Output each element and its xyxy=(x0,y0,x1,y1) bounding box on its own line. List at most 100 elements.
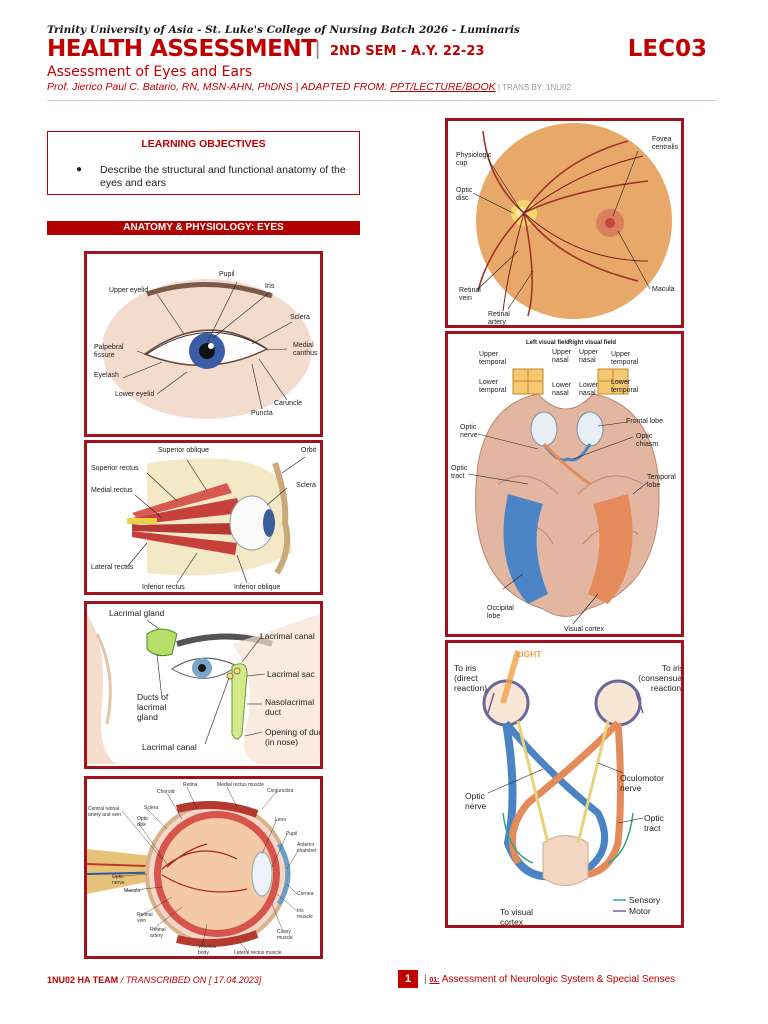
external-eye-illustration xyxy=(102,279,312,419)
label-retinal-vein-section: Retinal vein xyxy=(137,912,153,924)
label-medial-rectus-muscle: Medial rectus muscle xyxy=(217,782,264,788)
label-upper-nasal-right: Upper nasal xyxy=(579,349,599,364)
label-sclera-muscles: Sclera xyxy=(296,482,316,489)
label-opening-of-duct: Opening of duct (in nose) xyxy=(265,727,323,747)
label-frontal-lobe: Frontal lobe xyxy=(626,418,663,425)
label-puncta: Puncta xyxy=(251,410,273,417)
label-optic-nerve-pathway: Optic nerve xyxy=(460,424,478,439)
lacrimal-illustration xyxy=(87,614,320,764)
label-lower-temporal-right: Lower temporal xyxy=(611,379,639,394)
label-pupil-section: Pupil xyxy=(286,831,298,837)
objective-item: Describe the structural and functional a… xyxy=(100,164,346,189)
fundus-illustration xyxy=(472,123,672,319)
page-number: 1 xyxy=(398,970,418,988)
learning-objectives-box: LEARNING OBJECTIVES ● Describe the struc… xyxy=(47,131,360,195)
label-sclera-section: Sclera xyxy=(144,805,159,811)
label-vitreous-body: Vitreous body xyxy=(198,944,217,956)
label-to-visual-cortex: To visual cortex xyxy=(500,907,534,927)
figure-pupillary-reflex: LIGHT To iris (direct reaction) To iris … xyxy=(445,640,684,928)
label-optic-nerve-reflex: Optic nerve xyxy=(465,791,487,811)
label-ducts-lacrimal-gland: Ducts of lacrimal gland xyxy=(137,692,169,722)
label-optic-tract-reflex: Optic tract xyxy=(644,813,664,833)
label-upper-temporal-left: Upper temporal xyxy=(479,351,507,366)
figure-visual-pathway: Left visual field Right visual field Upp… xyxy=(445,331,684,637)
label-lateral-rectus: Lateral rectus xyxy=(91,564,134,571)
label-anterior-chamber: Anterior chamber xyxy=(297,842,317,854)
label-superior-rectus: Superior rectus xyxy=(91,465,139,472)
label-iris-muscle: Iris muscle xyxy=(297,908,313,920)
label-occipital-lobe: Occipital lobe xyxy=(487,605,514,620)
label-to-iris-direct: To iris (direct reaction) xyxy=(454,663,488,693)
label-superior-oblique: Superior oblique xyxy=(158,447,209,454)
footer-team: 1NU02 HA TEAM xyxy=(47,975,119,985)
label-ciliary-muscle: Ciliary muscle xyxy=(277,929,293,941)
label-medial-canthus: Medial canthus xyxy=(293,342,318,357)
topic-title: Assessment of Eyes and Ears xyxy=(47,64,253,80)
figure-fundus: Fovea centralis Physiologic cup Optic di… xyxy=(445,118,684,328)
professor-line: Prof. Jierico Paul C. Batario, RN, MSN-A… xyxy=(47,81,571,93)
header-divider xyxy=(47,100,717,101)
label-upper-temporal-right: Upper temporal xyxy=(611,351,639,366)
label-lacrimal-gland: Lacrimal gland xyxy=(109,608,165,618)
institution-line: Trinity University of Asia - St. Luke's … xyxy=(47,24,520,36)
label-optic-tract-pathway: Optic tract xyxy=(451,465,468,480)
footer-lecture-number: 01: xyxy=(429,977,440,984)
eye-muscles-illustration xyxy=(126,456,306,584)
figure-external-eye: Pupil Upper eyelid Iris Sclera Palpebral… xyxy=(84,251,323,437)
footer-lecture-title: Assessment of Neurologic System & Specia… xyxy=(439,974,676,985)
trans-by: | TRANS BY: 1NU02 xyxy=(495,83,571,92)
professor-name: Prof. Jierico Paul C. Batario, RN, MSN-A… xyxy=(47,81,391,93)
label-lacrimal-sac: Lacrimal sac xyxy=(267,669,315,679)
label-lacrimal-canal-bottom: Lacrimal canal xyxy=(142,742,197,752)
label-eyelash: Eyelash xyxy=(94,372,119,379)
visual-pathway-illustration xyxy=(467,368,660,625)
section-heading: ANATOMY & PHYSIOLOGY: EYES xyxy=(47,221,360,235)
label-optic-disk: Optic disk xyxy=(137,816,149,828)
label-lacrimal-canal-top: Lacrimal canal xyxy=(260,631,315,641)
label-inferior-oblique: Inferior oblique xyxy=(234,584,281,591)
source-link[interactable]: PPT/LECTURE/BOOK xyxy=(390,81,496,93)
lecture-code: LEC03 xyxy=(627,36,707,62)
label-pupil: Pupil xyxy=(219,271,235,278)
footer-transcribed: / TRANSCRIBED ON [ 17.04.2023] xyxy=(118,975,262,985)
label-lateral-rectus-muscle: Lateral rectus muscle xyxy=(234,950,282,956)
label-lower-nasal-left: Lower nasal xyxy=(552,382,572,397)
label-sclera: Sclera xyxy=(290,314,310,321)
label-lower-eyelid: Lower eyelid xyxy=(115,391,155,398)
label-left-visual-field: Left visual field xyxy=(526,340,570,346)
legend-sensory: Sensory xyxy=(629,895,661,905)
objectives-title: LEARNING OBJECTIVES xyxy=(141,138,266,150)
footer-lecture-line: | 01: Assessment of Neurologic System & … xyxy=(424,974,675,985)
label-macula: Macula xyxy=(652,286,675,293)
label-upper-eyelid: Upper eyelid xyxy=(109,287,149,294)
label-lower-temporal-left: Lower temporal xyxy=(479,379,507,394)
label-fovea-centralis: Fovea centralis xyxy=(652,136,679,151)
label-optic-nerve-section: Optic nerve xyxy=(112,874,125,886)
footer-pipe: | xyxy=(424,974,427,985)
label-cornea: Cornea xyxy=(297,891,314,897)
label-temporal-lobe: Temporal lobe xyxy=(647,474,676,489)
label-lower-nasal-right: Lower nasal xyxy=(579,382,599,397)
figure-eye-muscles: Superior oblique Orbit Superior rectus S… xyxy=(84,440,323,595)
label-to-iris-consensual: To iris (consensual reaction) xyxy=(638,663,684,693)
label-retinal-artery: Retinal artery xyxy=(488,311,510,326)
label-choroid: Choroid xyxy=(157,789,175,795)
course-title: HEALTH ASSESSMENT xyxy=(47,36,317,62)
footer-team-line: 1NU02 HA TEAM / TRANSCRIBED ON [ 17.04.2… xyxy=(47,975,261,985)
figure-lacrimal-apparatus: Lacrimal gland Lacrimal canal Lacrimal s… xyxy=(84,601,323,769)
label-optic-disc: Optic disc xyxy=(456,187,473,202)
legend-motor: Motor xyxy=(629,906,651,916)
title-row: HEALTH ASSESSMENT | 2ND SEM - A.Y. 22-23… xyxy=(47,36,707,66)
semester: 2ND SEM - A.Y. 22-23 xyxy=(330,44,485,59)
label-upper-nasal-left: Upper nasal xyxy=(552,349,572,364)
label-optic-chiasm: Optic chiasm xyxy=(636,433,659,448)
label-retina: Retina xyxy=(183,782,198,788)
label-retinal-vein: Retinal vein xyxy=(459,287,481,302)
label-retinal-artery-section: Retinal artery xyxy=(150,927,166,939)
label-lens: Lens xyxy=(275,817,286,823)
label-conjunctiva: Conjunctiva xyxy=(267,788,294,794)
label-orbit: Orbit xyxy=(301,447,317,454)
label-right-visual-field: Right visual field xyxy=(568,340,617,346)
figure-eye-cross-section: Retina Medial rectus muscle Choroid Conj… xyxy=(84,776,323,959)
bullet-icon: ● xyxy=(76,164,83,175)
